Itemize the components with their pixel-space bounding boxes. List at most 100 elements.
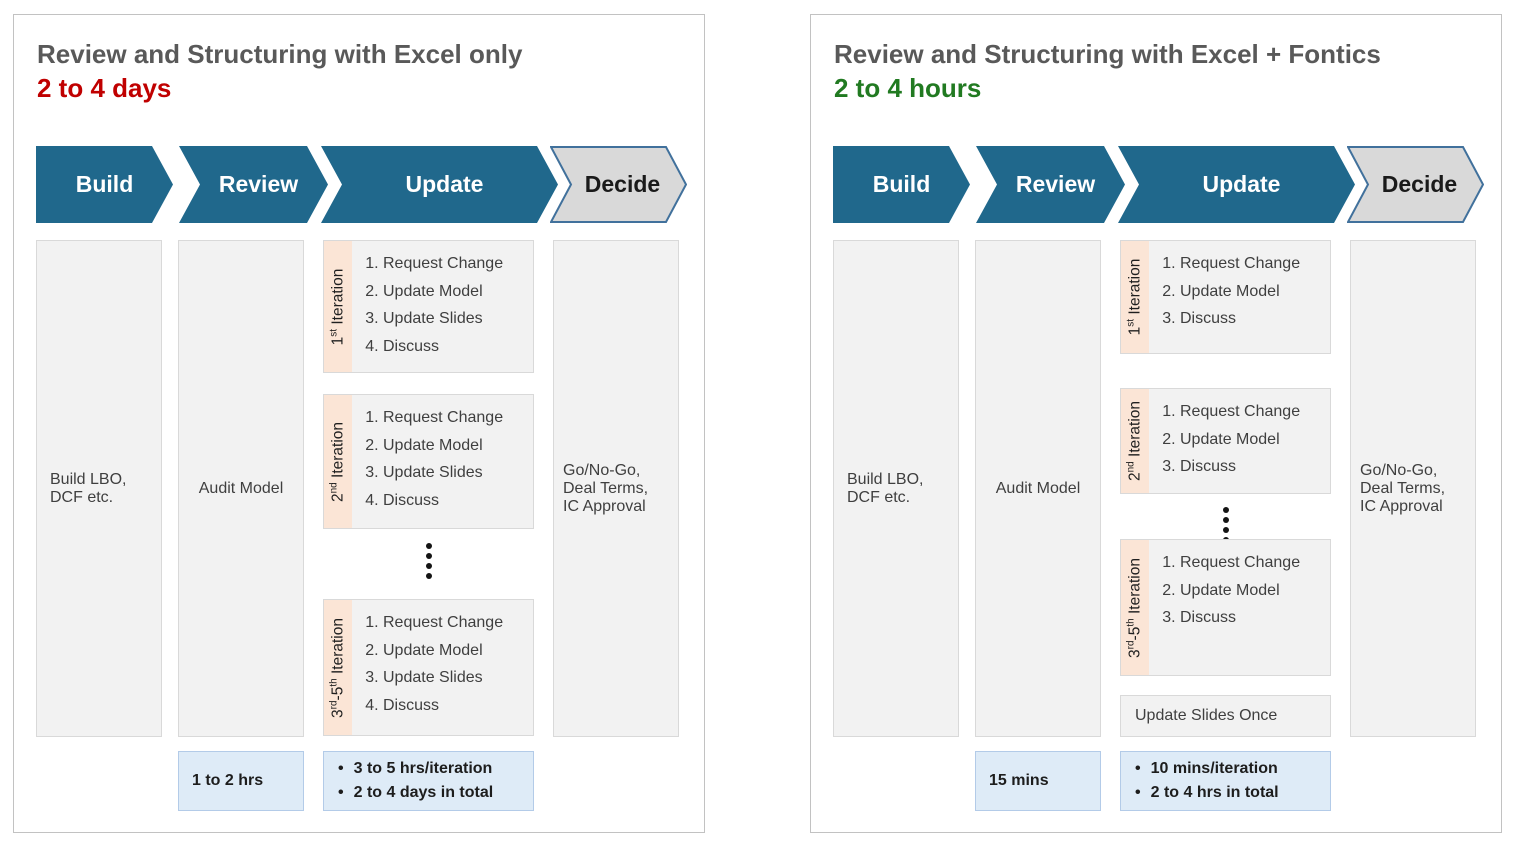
step: Update Model (1180, 577, 1330, 605)
decide-activity-box: Go/No-Go, Deal Terms, IC Approval (1350, 240, 1476, 737)
update-time-item: 2 to 4 hrs in total (1121, 781, 1330, 805)
iteration-1-label-strip: 1st Iteration (324, 241, 352, 372)
iteration-2-steps: Request Change Update Model Update Slide… (362, 404, 533, 514)
build-activity-box: Build LBO, DCF etc. (833, 240, 959, 737)
stage-label-decide: Decide (1381, 171, 1458, 197)
stage-arrow-update: Update (321, 146, 558, 223)
panel-heading: Review and Structuring with Excel only 2… (37, 37, 522, 106)
step: Update Model (1180, 426, 1330, 454)
more-iterations-ellipsis (323, 543, 534, 579)
iteration-2-label-strip: 2nd Iteration (324, 395, 352, 528)
step: Update Model (383, 637, 533, 665)
review-time-box: 1 to 2 hrs (178, 751, 304, 811)
iteration-3-label-strip: 3rd-5th Iteration (1121, 540, 1149, 675)
step: Update Slides (383, 459, 533, 487)
stage-label-review: Review (1015, 171, 1096, 197)
review-time-box: 15 mins (975, 751, 1101, 811)
iteration-2-steps: Request Change Update Model Discuss (1159, 398, 1330, 481)
decide-arrow-shape (1347, 146, 1484, 223)
stage-arrow-decide: Decide (550, 146, 687, 223)
ellipsis-dot (425, 573, 432, 579)
step: Request Change (383, 250, 533, 278)
iteration-3-label-strip: 3rd-5th Iteration (324, 600, 352, 735)
step: Discuss (383, 487, 533, 515)
step: Request Change (383, 404, 533, 432)
update-slides-once-box: Update Slides Once (1120, 695, 1331, 737)
iteration-1-label: 1st Iteration (1125, 258, 1144, 336)
iteration-1-steps: Request Change Update Model Discuss (1159, 250, 1330, 333)
stage-arrow-review: Review (179, 146, 328, 223)
review-time-text: 1 to 2 hrs (192, 772, 264, 789)
decide-activity-text: Go/No-Go, Deal Terms, IC Approval (563, 461, 649, 515)
update-slides-once-text: Update Slides Once (1135, 707, 1278, 724)
decide-activity-text: Go/No-Go, Deal Terms, IC Approval (1360, 461, 1446, 515)
iteration-1-label-strip: 1st Iteration (1121, 241, 1149, 353)
stage-label-update: Update (1202, 171, 1281, 197)
step: Update Model (383, 432, 533, 460)
iteration-2-label: 2nd Iteration (1125, 400, 1144, 482)
stage-arrow-update: Update (1118, 146, 1355, 223)
review-activity-text: Audit Model (995, 479, 1081, 497)
update-time-box: 3 to 5 hrs/iteration 2 to 4 days in tota… (323, 751, 534, 811)
update-time-box: 10 mins/iteration 2 to 4 hrs in total (1120, 751, 1331, 811)
iteration-2-box: 2nd Iteration Request Change Update Mode… (323, 394, 534, 529)
update-time-item: 10 mins/iteration (1121, 757, 1330, 781)
step: Request Change (1180, 398, 1330, 426)
panel-heading: Review and Structuring with Excel + Font… (834, 37, 1381, 106)
iteration-3-box: 3rd-5th Iteration Request Change Update … (1120, 539, 1331, 676)
step: Discuss (1180, 604, 1330, 632)
step: Update Slides (383, 664, 533, 692)
stage-label-review: Review (218, 171, 299, 197)
step: Update Model (383, 278, 533, 306)
step: Update Model (1180, 278, 1330, 306)
step: Discuss (1180, 305, 1330, 333)
step: Request Change (383, 609, 533, 637)
ellipsis-dot (425, 543, 432, 549)
iteration-3-label: 3rd-5th Iteration (328, 617, 347, 718)
stage-arrow-review: Review (976, 146, 1125, 223)
panel-excel-fontics: Review and Structuring with Excel + Font… (810, 14, 1502, 833)
iteration-2-box: 2nd Iteration Request Change Update Mode… (1120, 388, 1331, 494)
review-activity-box: Audit Model (178, 240, 304, 737)
panel-title: Review and Structuring with Excel + Font… (834, 39, 1381, 69)
stage-label-build: Build (75, 171, 134, 197)
panel-excel-only: Review and Structuring with Excel only 2… (13, 14, 705, 833)
build-activity-box: Build LBO, DCF etc. (36, 240, 162, 737)
stage-arrow-decide: Decide (1347, 146, 1484, 223)
ellipsis-dot (425, 563, 432, 569)
iteration-3-label: 3rd-5th Iteration (1125, 557, 1144, 658)
stage-arrow-build: Build (36, 146, 173, 223)
iteration-1-label: 1st Iteration (328, 268, 347, 345)
panel-title: Review and Structuring with Excel only (37, 39, 523, 69)
iteration-3-box: 3rd-5th Iteration Request Change Update … (323, 599, 534, 736)
stage-label-build: Build (872, 171, 931, 197)
step: Update Slides (383, 305, 533, 333)
iteration-3-steps: Request Change Update Model Update Slide… (362, 609, 533, 719)
step: Request Change (1180, 250, 1330, 278)
step: Request Change (1180, 549, 1330, 577)
panel-duration: 2 to 4 hours (834, 73, 982, 104)
ellipsis-dot (1222, 517, 1229, 523)
review-activity-box: Audit Model (975, 240, 1101, 737)
iteration-1-box: 1st Iteration Request Change Update Mode… (323, 240, 534, 373)
stage-arrow-build: Build (833, 146, 970, 223)
build-activity-text: Build LBO, DCF etc. (50, 470, 127, 506)
ellipsis-dot (425, 553, 432, 559)
ellipsis-dot (1222, 507, 1229, 513)
step: Discuss (383, 333, 533, 361)
update-time-item: 3 to 5 hrs/iteration (324, 757, 533, 781)
stage-label-update: Update (405, 171, 484, 197)
step: Discuss (383, 692, 533, 720)
stage-label-decide: Decide (584, 171, 661, 197)
update-time-item: 2 to 4 days in total (324, 781, 533, 805)
iteration-3-steps: Request Change Update Model Discuss (1159, 549, 1330, 632)
build-activity-text: Build LBO, DCF etc. (847, 470, 924, 506)
iteration-2-label-strip: 2nd Iteration (1121, 389, 1149, 493)
iteration-1-steps: Request Change Update Model Update Slide… (362, 250, 533, 360)
review-time-text: 15 mins (989, 772, 1049, 789)
step: Discuss (1180, 453, 1330, 481)
more-iterations-ellipsis (1120, 507, 1331, 543)
ellipsis-dot (1222, 527, 1229, 533)
decide-activity-box: Go/No-Go, Deal Terms, IC Approval (553, 240, 679, 737)
panel-duration: 2 to 4 days (37, 73, 172, 104)
